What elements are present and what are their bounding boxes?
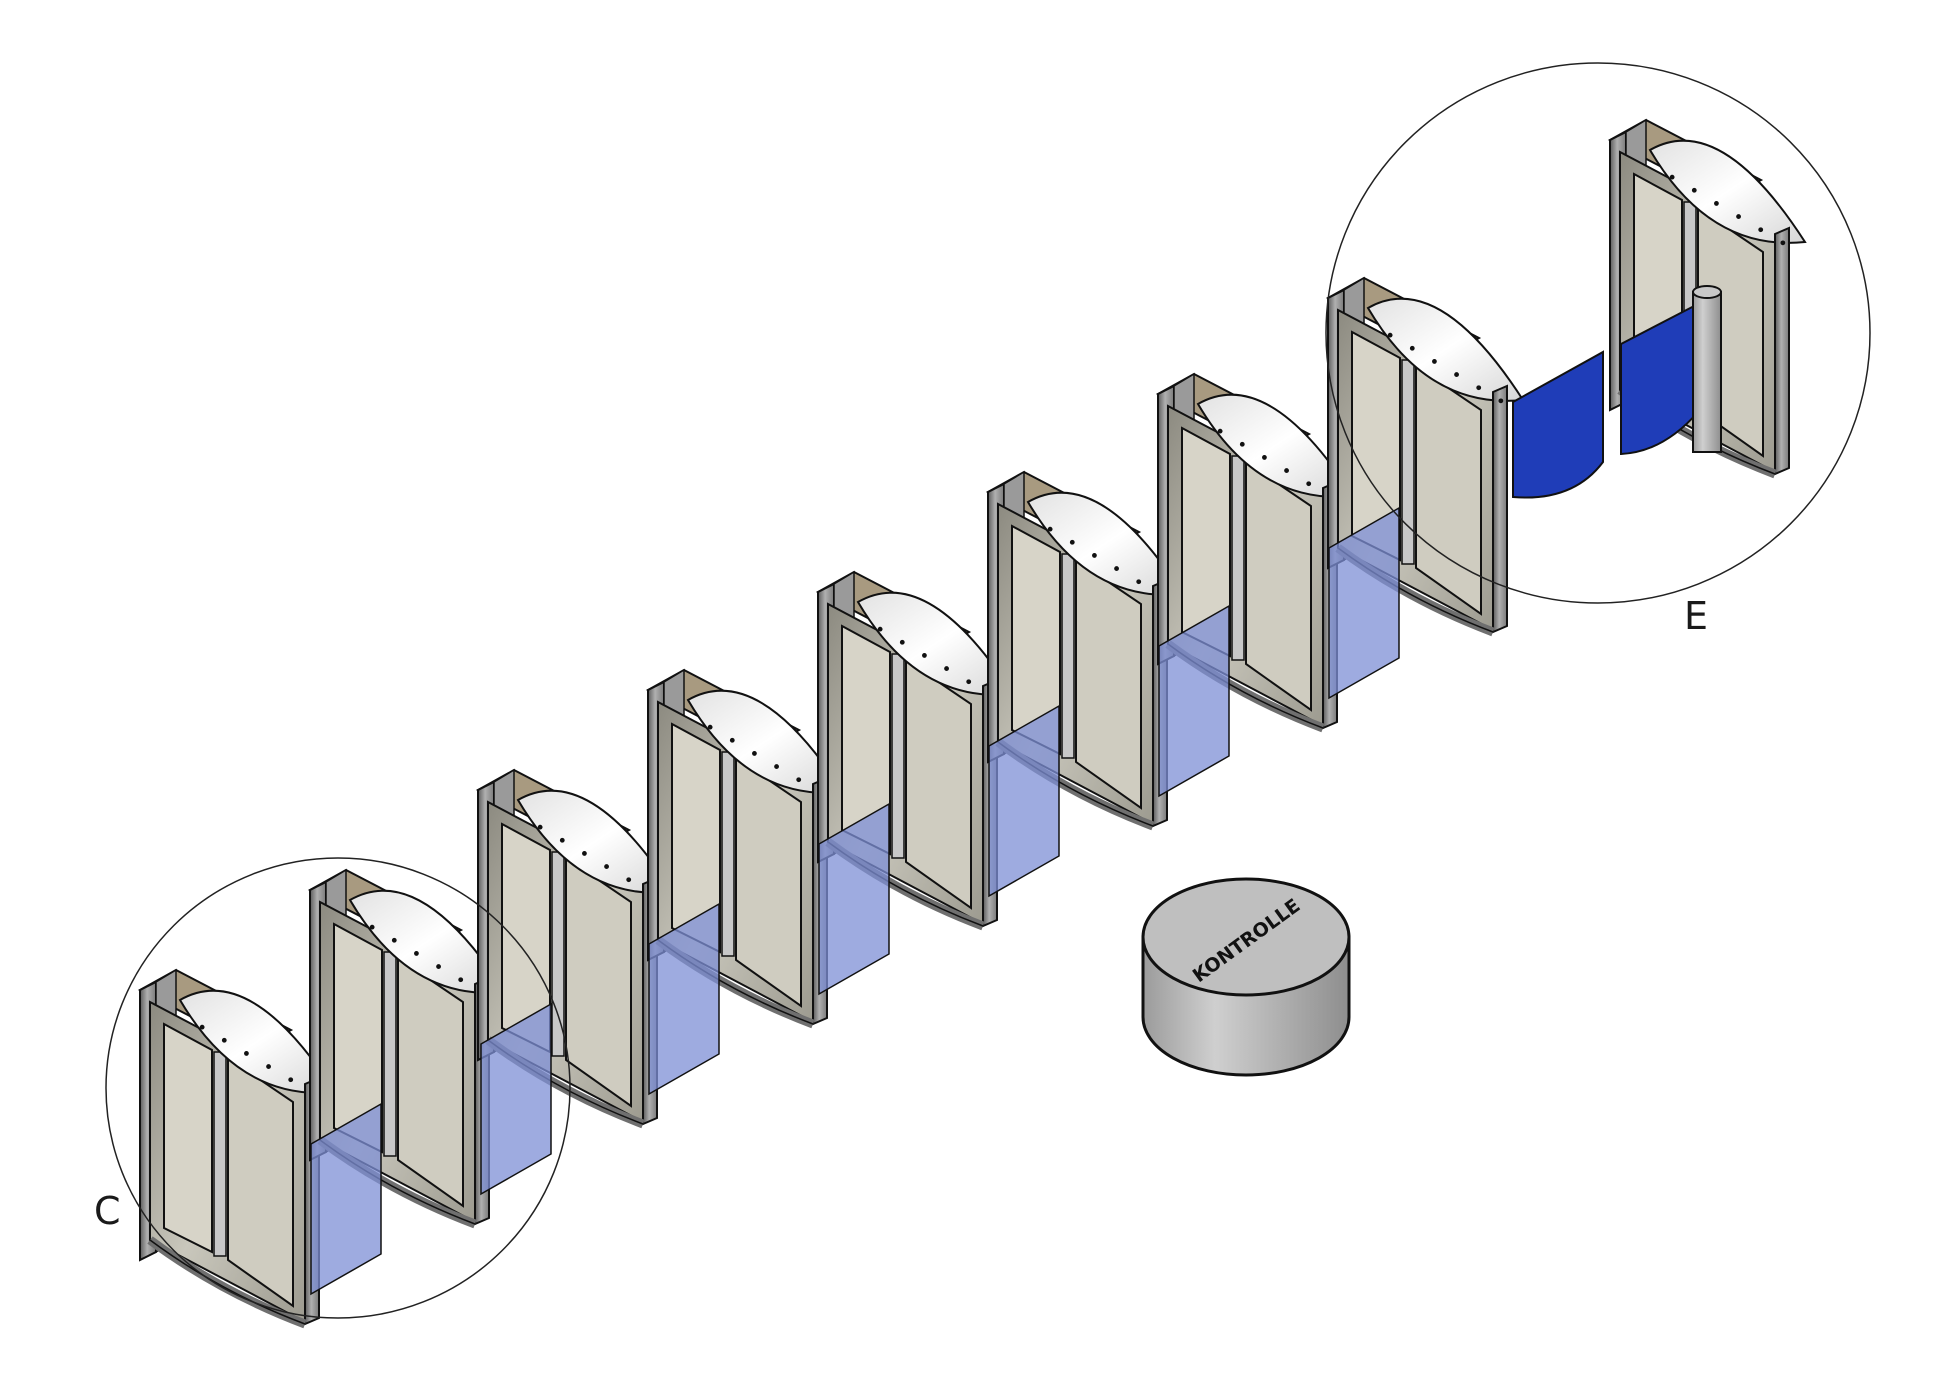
glass-wing	[988, 704, 1060, 898]
gate-bolt	[1736, 214, 1741, 219]
gate-bolt	[436, 964, 441, 969]
gate-bolt	[1432, 359, 1437, 364]
gate-bolt	[966, 679, 972, 685]
gate-window-right	[1075, 558, 1142, 810]
gate-bolt	[604, 864, 609, 869]
gate-bolt	[414, 951, 419, 956]
gate-window-left	[1011, 524, 1061, 756]
callout-label-e: E	[1684, 594, 1709, 638]
gate-bolt	[221, 1037, 227, 1043]
gate-bolt	[1498, 398, 1504, 404]
glass-wing	[1328, 506, 1400, 700]
gate-bolt	[707, 724, 713, 730]
gate-mullion	[551, 851, 565, 1057]
glass-wing	[818, 802, 890, 996]
callout-circle-e	[1325, 62, 1871, 604]
gate-bolt	[1306, 481, 1312, 487]
detail-callouts	[105, 62, 1871, 1319]
gate-window-left	[163, 1022, 213, 1254]
gate-mullion	[1231, 455, 1245, 661]
gate-mullion	[1061, 553, 1075, 759]
gate-bolt	[626, 877, 632, 883]
gate-bolt	[1262, 455, 1267, 460]
gate-bolt	[458, 977, 464, 983]
pedestal-top	[1141, 877, 1351, 997]
gate-bolt	[1114, 566, 1119, 571]
callout-label-c: C	[94, 1189, 121, 1233]
gate-bolt	[1758, 227, 1764, 233]
gate-bolt	[1454, 372, 1459, 377]
gate-bolt	[369, 924, 375, 930]
gate-bolt	[1069, 539, 1075, 545]
gate-bolt	[1217, 428, 1223, 434]
gate-window-right	[735, 756, 802, 1008]
gate-mullion	[891, 653, 905, 859]
barrier-wings	[310, 285, 1722, 1296]
gate-bolt	[877, 626, 883, 632]
gate-unit-0	[137, 968, 337, 1329]
gate-bolt	[1476, 385, 1482, 391]
gate-mullion	[1401, 359, 1415, 565]
gate-window-left	[671, 722, 721, 954]
gate-window-right	[1415, 364, 1482, 616]
gate-window-left	[333, 922, 383, 1154]
gate-bolt	[729, 737, 735, 743]
gate-top-cover	[1648, 139, 1807, 244]
exit-post	[1692, 291, 1722, 453]
glass-wing	[480, 1002, 552, 1196]
gate-bolt	[1780, 240, 1786, 246]
gate-base-arc-edge	[149, 1239, 306, 1325]
gate-bolt	[1047, 526, 1053, 532]
gate-bolt	[1714, 201, 1719, 206]
gate-bolt	[266, 1064, 271, 1069]
gate-bolt	[944, 666, 949, 671]
gate-bolt	[774, 764, 779, 769]
gate-bolt	[1669, 174, 1675, 180]
gate-bolt	[199, 1024, 205, 1030]
gate-window-left	[1181, 426, 1231, 658]
gate-mullion	[721, 751, 735, 957]
gate-window-right	[227, 1056, 294, 1308]
swing-door-left	[1512, 350, 1604, 499]
gate-bolt	[899, 639, 905, 645]
gate-front-post	[1492, 384, 1508, 634]
glass-wing	[648, 902, 720, 1096]
gate-units	[137, 118, 1807, 1329]
gate-bolt	[582, 851, 587, 856]
gate-bolt	[1691, 187, 1697, 193]
gate-bolt	[922, 653, 927, 658]
gate-bolt	[1239, 441, 1245, 447]
callout-circle-c	[105, 857, 571, 1319]
gate-front-post	[1774, 226, 1790, 476]
gate-window-right	[905, 658, 972, 910]
gate-window-left	[1351, 330, 1401, 562]
gate-bolt	[1387, 332, 1393, 338]
glass-wing	[310, 1102, 382, 1296]
gate-bolt	[1284, 468, 1289, 473]
gate-bolt	[537, 824, 543, 830]
gate-bolt	[796, 777, 802, 783]
gate-window-right	[1245, 460, 1312, 712]
gate-bolt	[1409, 345, 1415, 351]
control-pedestal: KONTROLLE	[1141, 877, 1351, 1077]
gate-bolt	[288, 1077, 294, 1083]
gate-window-left	[841, 624, 891, 856]
gate-mullion	[383, 951, 397, 1157]
gate-bolt	[1092, 553, 1097, 558]
exit-post-top	[1692, 285, 1722, 299]
gate-bolt	[752, 751, 757, 756]
gate-bolt	[244, 1051, 249, 1056]
glass-wing	[1158, 604, 1230, 798]
gate-bolt	[1136, 579, 1142, 585]
gate-window-right	[397, 956, 464, 1208]
gate-window-right	[565, 856, 632, 1108]
gate-unit-3	[645, 668, 845, 1029]
gate-bolt	[391, 937, 397, 943]
gate-mullion	[213, 1051, 227, 1257]
gate-unit-5	[985, 470, 1185, 831]
gate-bolt	[559, 837, 565, 843]
